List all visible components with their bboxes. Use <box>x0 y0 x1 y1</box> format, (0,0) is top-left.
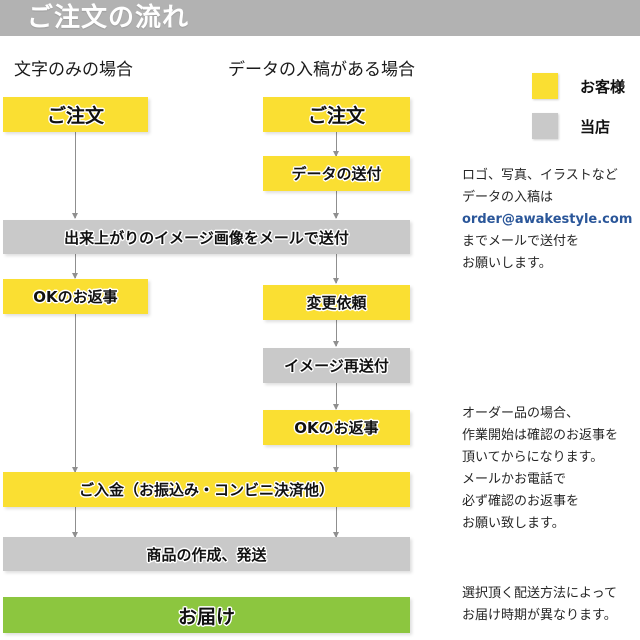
note-data-submission-line-1: ロゴ、写真、イラストなど <box>462 168 618 183</box>
flow-box-right-send-data[interactable]: データの送付 <box>263 156 410 191</box>
flow-box-right-ok-reply[interactable]: OKのお返事 <box>263 410 410 445</box>
arrow-right-datasend-to-image <box>333 191 339 219</box>
legend-swatch-gray-icon <box>532 113 558 139</box>
note-order-confirmation-line-6: お願い致します。 <box>462 516 565 531</box>
arrow-left-payment-to-production <box>72 507 78 538</box>
arrow-right-order-to-datasend <box>333 132 339 157</box>
column-caption-text-only: 文字のみの場合 <box>14 60 133 80</box>
flow-box-send-proof-image[interactable]: 出来上がりのイメージ画像をメールで送付 <box>3 220 410 254</box>
arrow-left-order-to-image <box>72 132 78 219</box>
flow-box-left-ok-reply[interactable]: OKのお返事 <box>3 279 148 314</box>
note-order-confirmation-line-3: 頂いてからになります。 <box>462 450 604 465</box>
note-delivery-timing-line-1: 選択頂く配送方法によって <box>462 586 617 601</box>
arrow-left-image-to-ok <box>72 254 78 279</box>
flow-box-delivery[interactable]: お届け <box>3 597 410 633</box>
legend-item-customer: お客様 <box>532 73 625 99</box>
legend-item-shop: 当店 <box>532 113 610 139</box>
arrow-right-payment-to-production <box>333 507 339 538</box>
note-data-submission: ロゴ、写真、イラストなど データの入稿は order@awakestyle.co… <box>462 165 632 275</box>
flow-box-production-shipping[interactable]: 商品の作成、発送 <box>3 537 410 571</box>
note-order-confirmation: オーダー品の場合、 作業開始は確認のお返事を 頂いてからになります。 メールかお… <box>462 403 618 535</box>
arrow-right-image-to-change <box>333 254 339 284</box>
page-title: ご注文の流れ <box>27 3 190 33</box>
arrow-right-ok-to-payment <box>333 445 339 473</box>
note-data-submission-line-3: までメールで送付を <box>462 234 580 249</box>
flow-box-right-order[interactable]: ご注文 <box>263 97 410 132</box>
arrow-right-resend-to-ok <box>333 383 339 410</box>
note-data-submission-line-2: データの入稿は <box>462 190 554 205</box>
flow-box-right-change-request[interactable]: 変更依頼 <box>263 285 410 320</box>
legend-label-customer: お客様 <box>580 77 626 96</box>
note-data-submission-line-4: お願いします。 <box>462 256 552 271</box>
flow-box-left-order[interactable]: ご注文 <box>3 97 148 132</box>
note-order-confirmation-line-2: 作業開始は確認のお返事を <box>462 428 619 443</box>
header-bar <box>0 0 640 36</box>
note-order-confirmation-line-1: オーダー品の場合、 <box>462 406 580 421</box>
arrow-left-ok-to-payment <box>72 314 78 473</box>
note-delivery-timing: 選択頂く配送方法によって お届け時期が異なります。 <box>462 583 617 627</box>
arrow-right-change-to-resend <box>333 320 339 347</box>
column-caption-with-data-file: データの入稿がある場合 <box>228 60 415 80</box>
note-delivery-timing-line-2: お届け時期が異なります。 <box>462 608 617 623</box>
note-order-confirmation-line-4: メールかお電話で <box>462 472 567 487</box>
contact-email-link[interactable]: order@awakestyle.com <box>462 212 633 227</box>
legend-swatch-yellow-icon <box>532 73 558 99</box>
legend-label-shop: 当店 <box>580 117 611 136</box>
flow-box-payment[interactable]: ご入金（お振込み・コンビニ決済他） <box>3 472 410 507</box>
note-order-confirmation-line-5: 必ず確認のお返事を <box>462 494 580 509</box>
flow-box-right-resend-image[interactable]: イメージ再送付 <box>263 348 410 383</box>
